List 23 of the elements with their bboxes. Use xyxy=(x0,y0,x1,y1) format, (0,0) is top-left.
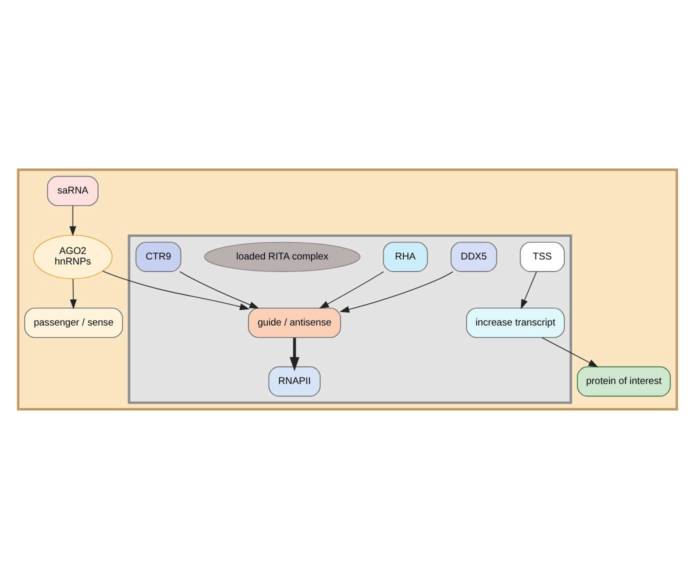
arrow xyxy=(102,270,250,310)
node-box: CTR9 xyxy=(136,241,182,272)
arrow xyxy=(319,270,384,308)
node-box: DDX5 xyxy=(450,241,498,272)
arrow xyxy=(542,336,598,367)
node-box: passenger / sense xyxy=(24,307,123,338)
node-ellipse: AGO2 hnRNPs xyxy=(33,234,112,279)
arrow xyxy=(70,278,77,309)
arrow xyxy=(179,270,260,308)
node-box: guide / antisense xyxy=(248,307,341,338)
arrow xyxy=(340,270,454,312)
cluster xyxy=(128,234,572,404)
arrow xyxy=(520,270,537,309)
node-box: protein of interest xyxy=(576,366,671,396)
arrow xyxy=(69,204,76,236)
node-ellipse: loaded RITA complex xyxy=(204,241,360,272)
node-box: TSS xyxy=(520,241,565,272)
cluster xyxy=(16,168,678,410)
arrow xyxy=(290,337,300,371)
node-box: saRNA xyxy=(47,175,98,206)
node-box: RNAPII xyxy=(268,366,321,396)
node-box: RHA xyxy=(382,241,428,272)
node-box: increase transcript xyxy=(466,307,565,338)
